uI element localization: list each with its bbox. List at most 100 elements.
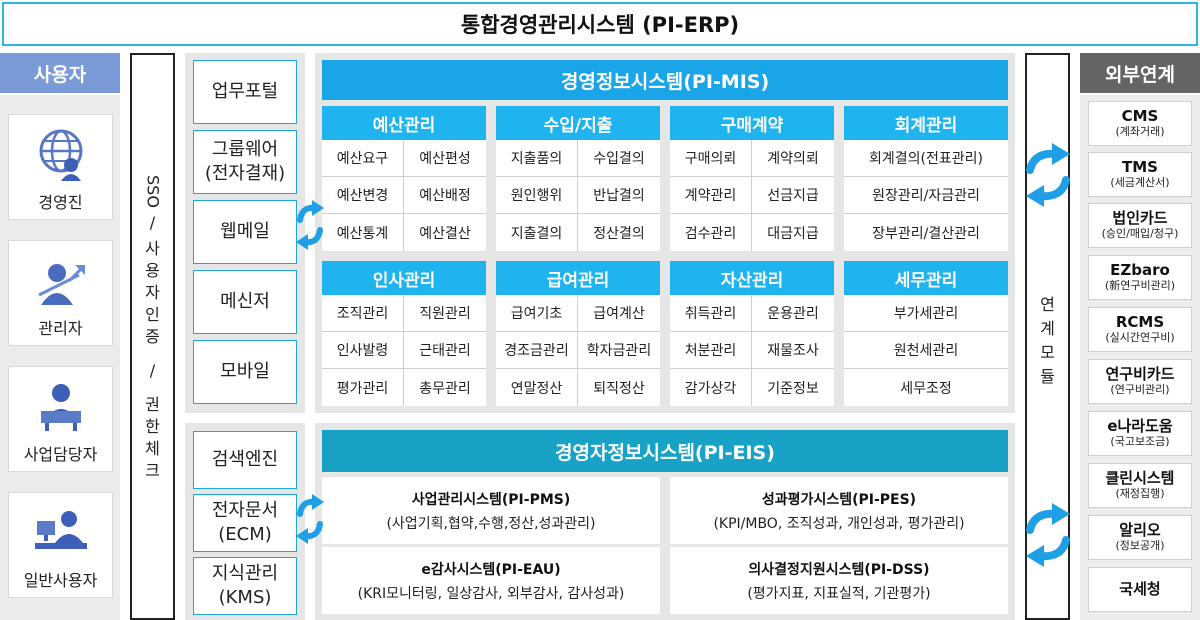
module-item[interactable]: 예산요구: [322, 140, 404, 177]
external-item-name: 알리오: [1119, 521, 1161, 539]
module-income-expense[interactable]: 수입/지출 지출품의 수입결의 원인행위 반납결의 지출결의 정산결의: [496, 106, 660, 251]
module-item[interactable]: 검수관리: [670, 214, 752, 251]
module-item[interactable]: 퇴직정산: [593, 380, 645, 397]
portal-item-ecm[interactable]: 전자문서 (ECM): [193, 494, 297, 552]
external-item-alio[interactable]: 알리오 (정보공개): [1088, 515, 1192, 560]
module-item[interactable]: 학자금관리: [578, 332, 660, 369]
external-item-nts[interactable]: 국세청: [1088, 567, 1192, 612]
module-item[interactable]: 원장관리/자금관리: [844, 177, 1008, 214]
module-title: 세무관리: [844, 261, 1008, 295]
module-item[interactable]: 원인행위: [496, 177, 578, 214]
module-item[interactable]: 취득관리: [670, 295, 752, 332]
module-tax[interactable]: 세무관리 부가세관리 원천세관리 세무조정: [844, 261, 1008, 406]
module-item[interactable]: 경조금관리: [496, 332, 578, 369]
module-item[interactable]: 예산편성: [404, 140, 486, 177]
external-item-name: TMS: [1122, 158, 1158, 176]
executive-globe-icon: [39, 129, 82, 181]
module-title: 예산관리: [322, 106, 486, 140]
module-title: 인사관리: [322, 261, 486, 295]
link-char: 모: [1040, 343, 1055, 362]
mis-title: 경영정보시스템(PI-MIS): [322, 60, 1008, 100]
module-item[interactable]: 인사발령: [322, 332, 404, 369]
module-item[interactable]: 정산결의: [593, 225, 645, 242]
eis-system-dss[interactable]: 의사결정지원시스템(PI-DSS) (평가지표, 지표실적, 기관평가): [670, 547, 1008, 614]
user-executive[interactable]: 경영진: [8, 114, 113, 220]
external-item-desc: (승인/매입/청구): [1101, 227, 1179, 240]
module-assets[interactable]: 자산관리 취득관리 운용관리 처분관리 재물조사 감가상각 기준정보: [670, 261, 834, 406]
module-item[interactable]: 지출결의: [496, 214, 578, 251]
external-item-rcms[interactable]: RCMS (실시간연구비): [1088, 307, 1192, 352]
sso-char: 한: [145, 416, 160, 436]
user-general[interactable]: 일반사용자: [8, 492, 113, 598]
module-item[interactable]: 조직관리: [322, 295, 404, 332]
module-purchase-contract[interactable]: 구매계약 구매의뢰 계약의뢰 계약관리 선금지급 검수관리 대금지급: [670, 106, 834, 251]
portal-item-mobile[interactable]: 모바일: [193, 340, 297, 404]
module-item[interactable]: 부가세관리: [844, 295, 1008, 332]
module-item[interactable]: 수입결의: [578, 140, 660, 177]
external-item-enaradoum[interactable]: e나라도움 (국고보조금): [1088, 411, 1192, 456]
external-item-desc: (정보공개): [1115, 539, 1165, 552]
portal-item-webmail[interactable]: 웹메일: [193, 200, 297, 264]
external-item-corporate-card[interactable]: 법인카드 (승인/매입/청구): [1088, 203, 1192, 248]
link-module-label: 연 계 모 듈: [1027, 293, 1068, 389]
module-item[interactable]: 회계결의(전표관리): [844, 140, 1008, 177]
user-label: 사업담당자: [23, 445, 98, 464]
module-item[interactable]: 운용관리: [752, 295, 834, 332]
page-title: 통합경영관리시스템 (PI-ERP): [2, 2, 1198, 46]
user-manager[interactable]: 관리자: [8, 240, 113, 346]
external-item-ezbaro[interactable]: EZbaro (新연구비관리): [1088, 255, 1192, 300]
module-item[interactable]: 연말정산: [496, 369, 578, 406]
module-item[interactable]: 처분관리: [670, 332, 752, 369]
external-item-clean-system[interactable]: 클린시스템 (재정집행): [1088, 463, 1192, 508]
portal-item-search-engine[interactable]: 검색엔진: [193, 431, 297, 489]
eis-system-eau[interactable]: e감사시스템(PI-EAU) (KRI모니터링, 일상감사, 외부감사, 감사성…: [322, 547, 660, 614]
module-budget[interactable]: 예산관리 예산요구 예산편성 예산변경 예산배정 예산통계 예산결산: [322, 106, 486, 251]
module-item[interactable]: 근태관리: [404, 332, 486, 369]
module-item[interactable]: 예산배정: [404, 177, 486, 214]
eis-system-desc: (KRI모니터링, 일상감사, 외부감사, 감사성과): [357, 585, 625, 602]
module-item[interactable]: 예산변경: [322, 177, 404, 214]
module-item[interactable]: 예산결산: [419, 225, 471, 242]
module-item[interactable]: 계약관리: [670, 177, 752, 214]
module-item[interactable]: 기준정보: [767, 380, 819, 397]
external-item-research-card[interactable]: 연구비카드 (연구비관리): [1088, 359, 1192, 404]
external-item-name: 연구비카드: [1105, 365, 1175, 383]
module-item[interactable]: 평가관리: [322, 369, 404, 406]
module-item[interactable]: 계약의뢰: [752, 140, 834, 177]
module-accounting[interactable]: 회계관리 회계결의(전표관리) 원장관리/자금관리 장부관리/결산관리: [844, 106, 1008, 251]
module-item[interactable]: 선금지급: [752, 177, 834, 214]
portal-item-messenger[interactable]: 메신저: [193, 270, 297, 334]
module-item[interactable]: 세무조정: [900, 380, 952, 397]
module-item[interactable]: 원천세관리: [844, 332, 1008, 369]
sso-char: 증: [145, 326, 160, 346]
portal-item-work-portal[interactable]: 업무포털: [193, 60, 297, 124]
eis-system-pms[interactable]: 사업관리시스템(PI-PMS) (사업기획,협약,수행,정산,성과관리): [322, 477, 660, 544]
module-item[interactable]: 장부관리/결산관리: [872, 225, 980, 242]
portal-panel-bottom: 검색엔진 전자문서 (ECM) 지식관리 (KMS): [185, 423, 305, 620]
module-item[interactable]: 감가상각: [670, 369, 752, 406]
external-item-cms[interactable]: CMS (계좌거래): [1088, 101, 1192, 146]
module-item[interactable]: 재물조사: [752, 332, 834, 369]
module-item[interactable]: 대금지급: [767, 225, 819, 242]
module-item[interactable]: 급여계산: [578, 295, 660, 332]
eis-system-desc: (사업기획,협약,수행,정산,성과관리): [386, 515, 596, 532]
module-item[interactable]: 총무관리: [419, 380, 471, 397]
sso-auth-column: SSO / 사 용 자 인 증 / 권 한 체 크: [130, 53, 175, 620]
external-item-tms[interactable]: TMS (세금계산서): [1088, 152, 1192, 197]
external-item-name: 법인카드: [1112, 209, 1168, 227]
external-panel: CMS (계좌거래) TMS (세금계산서) 법인카드 (승인/매입/청구) E…: [1080, 95, 1200, 620]
module-payroll[interactable]: 급여관리 급여기초 급여계산 경조금관리 학자금관리 연말정산 퇴직정산: [496, 261, 660, 406]
module-hr[interactable]: 인사관리 조직관리 직원관리 인사발령 근태관리 평가관리 총무관리: [322, 261, 486, 406]
eis-system-pes[interactable]: 성과평가시스템(PI-PES) (KPI/MBO, 조직성과, 개인성과, 평가…: [670, 477, 1008, 544]
portal-item-kms[interactable]: 지식관리 (KMS): [193, 557, 297, 615]
module-item[interactable]: 급여기초: [496, 295, 578, 332]
general-user-computer-icon: [34, 511, 87, 549]
module-item[interactable]: 반납결의: [578, 177, 660, 214]
module-item[interactable]: 예산통계: [322, 214, 404, 251]
sync-arrow-icon: [1026, 503, 1070, 567]
portal-item-groupware[interactable]: 그룹웨어 (전자결재): [193, 130, 297, 194]
module-item[interactable]: 직원관리: [404, 295, 486, 332]
user-project-officer[interactable]: 사업담당자: [8, 366, 113, 472]
module-item[interactable]: 구매의뢰: [670, 140, 752, 177]
module-item[interactable]: 지출품의: [496, 140, 578, 177]
